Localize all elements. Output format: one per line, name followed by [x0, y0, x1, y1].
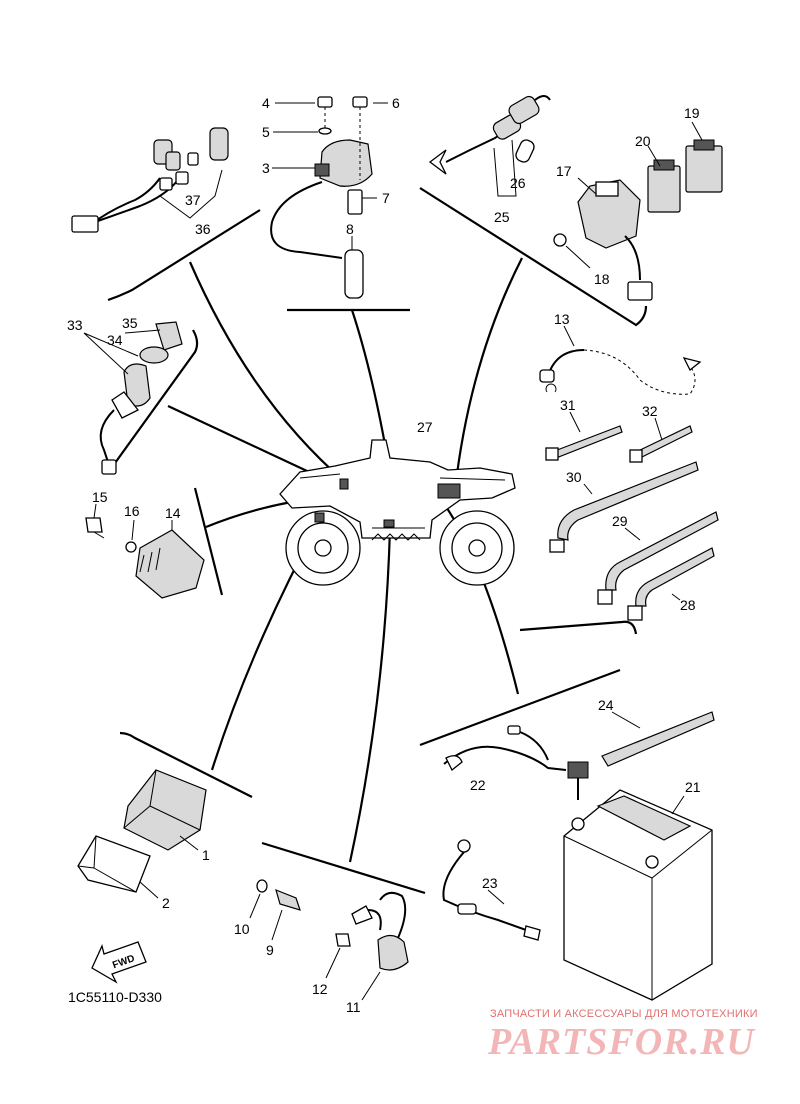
- wire-lead-and-cable-ties: [539, 325, 719, 621]
- callout-36: 36: [195, 221, 211, 237]
- connector-line-top-right: [453, 257, 523, 491]
- callout-13: 13: [554, 311, 570, 327]
- callout-25: 25: [494, 209, 510, 225]
- callout-5: 5: [262, 124, 270, 140]
- callout-24: 24: [598, 697, 614, 713]
- callout-1: 1: [202, 847, 210, 863]
- group-frame-cdi: [119, 731, 253, 798]
- callout-22: 22: [470, 777, 486, 793]
- callout-14: 14: [165, 505, 181, 521]
- neutral-switch-and-sensor: [249, 879, 409, 1001]
- callout-4: 4: [262, 95, 270, 111]
- cdi-unit: [77, 769, 207, 899]
- watermark-logo: PARTSFOR.RU: [488, 1021, 755, 1063]
- atv-vehicle: [279, 439, 516, 586]
- callout-31: 31: [560, 397, 576, 413]
- callout-30: 30: [566, 469, 582, 485]
- callout-34: 34: [107, 332, 123, 348]
- group-frame-ties: [519, 620, 638, 635]
- callout-3: 3: [262, 160, 270, 176]
- callout-11: 11: [346, 999, 361, 1015]
- rectifier-regulator: [85, 503, 205, 599]
- fwd-arrow-icon: FWD: [91, 941, 147, 984]
- callout-17: 17: [556, 163, 572, 179]
- watermark-caption: ЗАПЧАСТИ И АКСЕССУАРЫ ДЛЯ МОТОТЕХНИКИ: [490, 1008, 758, 1020]
- callout-7: 7: [382, 190, 390, 206]
- callout-32: 32: [642, 403, 658, 419]
- connector-line-switch: [167, 405, 323, 479]
- callout-37: 37: [185, 192, 201, 208]
- drawing-code: 1C55110-D330: [68, 989, 162, 1005]
- main-switch: [83, 321, 183, 475]
- group-frame-battery: [419, 668, 621, 747]
- group-frame-top-right: [419, 187, 648, 327]
- fuse-holder-and-relays: [428, 95, 723, 301]
- callout-9: 9: [266, 942, 274, 958]
- connector-line-neutral: [348, 527, 392, 863]
- callout-20: 20: [635, 133, 651, 149]
- callout-8: 8: [346, 221, 354, 237]
- callout-10: 10: [234, 921, 250, 937]
- ignition-coil: [270, 96, 388, 299]
- callout-19: 19: [684, 105, 700, 121]
- group-frame-top-left: [107, 209, 261, 302]
- callout-6: 6: [392, 95, 400, 111]
- group-frame-rectifier: [193, 487, 224, 596]
- battery-and-leads: [442, 711, 715, 1001]
- callout-27: 27: [417, 419, 433, 435]
- callout-23: 23: [482, 875, 498, 891]
- callout-2: 2: [162, 895, 170, 911]
- callout-33: 33: [67, 317, 83, 333]
- group-frame-neutral: [261, 841, 426, 895]
- callout-26: 26: [510, 175, 526, 191]
- callout-35: 35: [122, 315, 138, 331]
- callout-16: 16: [124, 503, 140, 519]
- callout-12: 12: [312, 981, 328, 997]
- callout-18: 18: [594, 271, 610, 287]
- callout-21: 21: [685, 779, 701, 795]
- handlebar-switch-harness: [71, 127, 229, 233]
- callout-28: 28: [680, 597, 696, 613]
- callout-29: 29: [612, 513, 628, 529]
- connector-line-top-left: [188, 261, 346, 483]
- callout-15: 15: [92, 489, 108, 505]
- group-frame-switch: [109, 329, 199, 471]
